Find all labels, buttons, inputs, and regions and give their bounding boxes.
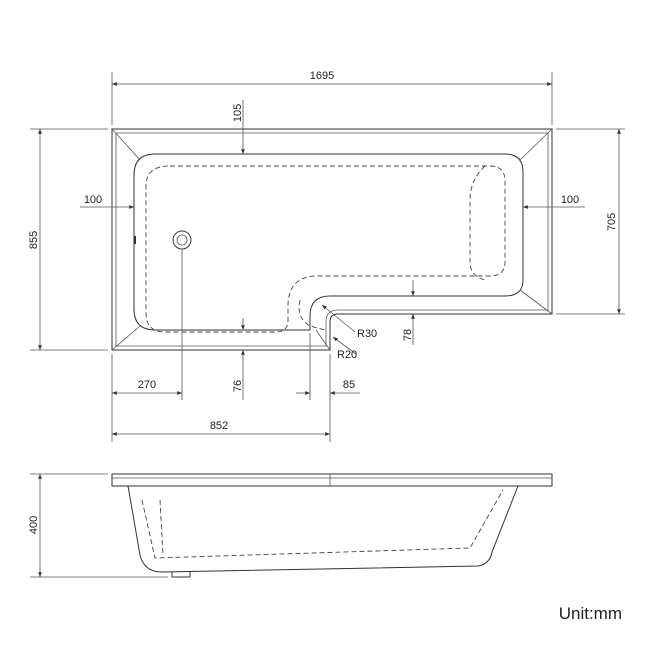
dim-inner-width: 705 (606, 213, 618, 231)
dim-inner-radius: R20 (337, 349, 357, 361)
plan-basin-floor-dashed (145, 165, 506, 333)
plan-dimensions: 1695 855 705 105 100 100 270 76 (28, 70, 625, 442)
corner-line (111, 128, 141, 161)
corner-line (519, 128, 553, 161)
plan-backrest-dashed (469, 165, 486, 281)
side-dimensions: 400 (28, 473, 168, 578)
waste-outlet-icon (172, 230, 192, 250)
dim-height: 400 (28, 516, 40, 534)
dim-rim-right: 100 (561, 194, 579, 206)
dim-step-rim: 78 (402, 329, 414, 341)
plan-outer-outline-inner-line (115, 132, 549, 347)
corner-line (315, 329, 331, 351)
leader-outer-radius (321, 304, 356, 333)
plan-step-dashed (298, 299, 326, 331)
dim-rim-left: 100 (84, 194, 102, 206)
dim-overall-width: 855 (28, 231, 40, 249)
plan-basin-rim (133, 153, 524, 331)
side-tub-dashed-inner (159, 499, 164, 556)
side-view (111, 473, 553, 578)
dim-outer-radius: R30 (357, 328, 377, 340)
side-tub-dashed (141, 489, 504, 559)
dim-rim-top: 105 (232, 104, 244, 122)
dim-step-offset: 85 (343, 379, 355, 391)
side-rim (111, 473, 553, 487)
dim-step-length: 852 (210, 420, 228, 432)
corner-line (519, 289, 553, 315)
dim-waste-offset: 270 (138, 379, 156, 391)
dim-overall-length: 1695 (310, 70, 334, 82)
unit-label: Unit:mm (559, 604, 622, 623)
side-waste-fitting (171, 572, 191, 578)
leader-inner-radius (332, 336, 357, 355)
plan-outer-outline (111, 128, 553, 351)
waste-outlet-icon-inner (176, 234, 188, 246)
corner-line (111, 325, 141, 351)
dim-bottom-rim: 76 (232, 380, 244, 392)
side-tub-body (127, 485, 519, 573)
plan-view (111, 128, 553, 351)
